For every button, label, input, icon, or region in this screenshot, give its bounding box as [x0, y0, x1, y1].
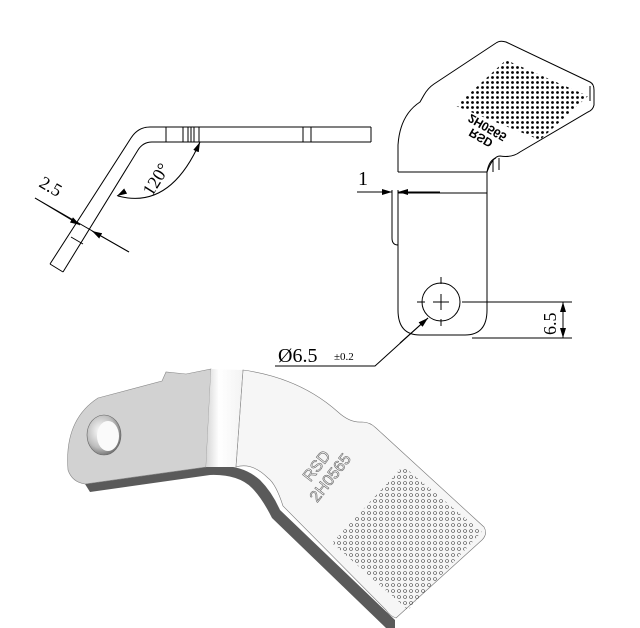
grip-dot-pattern-iso — [332, 466, 482, 610]
side-profile-inner — [62, 141, 371, 273]
hole-tolerance-label: ±0.2 — [334, 351, 354, 363]
front-view — [275, 40, 595, 367]
thickness-dim-label: 2.5 — [36, 172, 65, 201]
bend-angle-label: 120° — [138, 160, 173, 200]
side-view — [34, 126, 372, 273]
offset-dim-label: 1 — [358, 168, 368, 190]
hole-diameter-label: Ø6.5 — [278, 345, 317, 367]
hole-center-dim-label: 6.5 — [540, 313, 560, 336]
angle-arc — [117, 141, 201, 199]
isometric-view — [67, 368, 486, 628]
grip-dot-pattern-front — [456, 60, 588, 140]
side-profile-outer — [49, 126, 371, 265]
